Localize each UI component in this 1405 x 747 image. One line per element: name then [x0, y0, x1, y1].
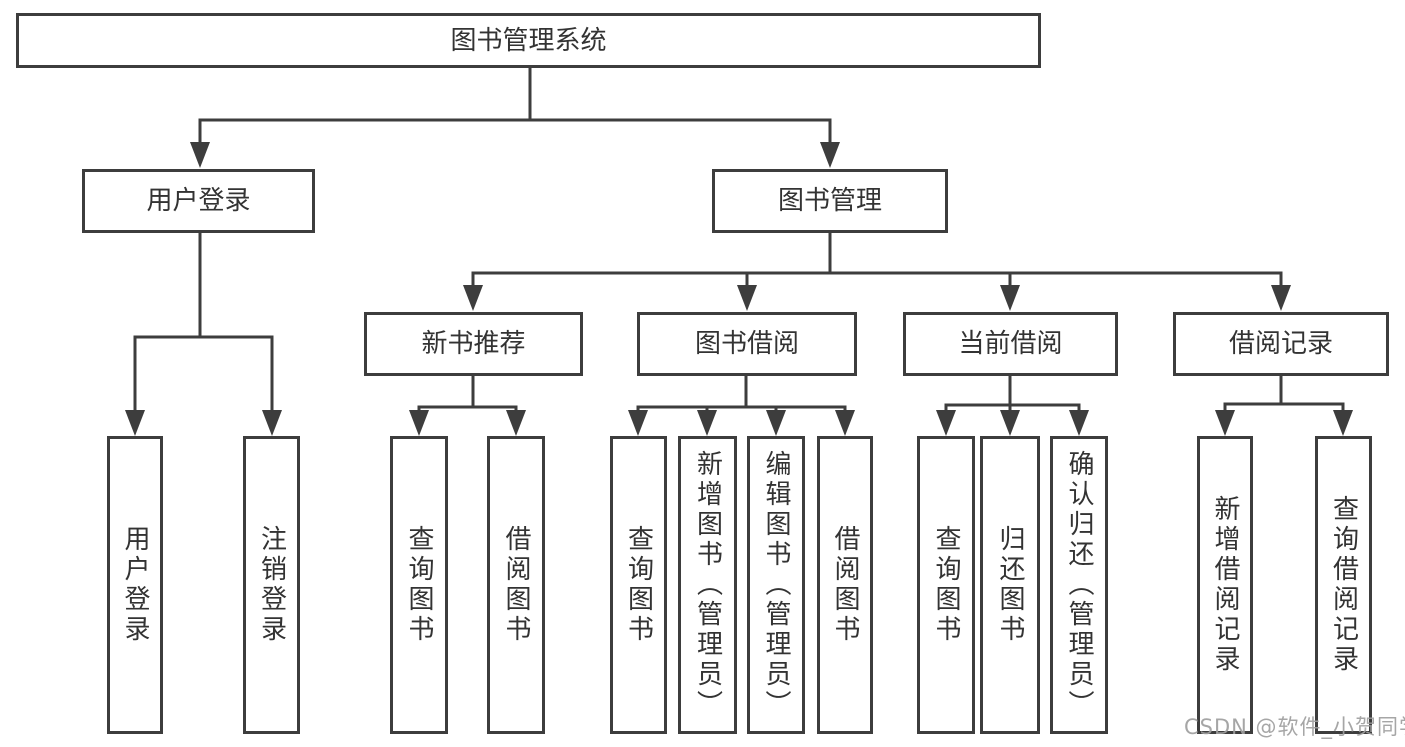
leaf-user-login: 用户登录: [107, 436, 163, 734]
node-book-management: 图书管理: [712, 169, 948, 233]
node-current-borrow: 当前借阅: [903, 312, 1118, 376]
node-book-borrow: 图书借阅: [637, 312, 857, 376]
leaf-recommend-borrow-book: 借阅图书: [487, 436, 545, 734]
leaf-add-book-admin: 新增图书（管理员）: [678, 436, 737, 734]
leaf-add-borrow-record: 新增借阅记录: [1197, 436, 1253, 734]
node-borrow-records: 借阅记录: [1173, 312, 1389, 376]
leaf-logout-login: 注销登录: [243, 436, 300, 734]
leaf-return-book: 归还图书: [980, 436, 1040, 734]
arrowheads: [125, 142, 1353, 436]
node-user-login: 用户登录: [82, 169, 315, 233]
leaf-current-query-book: 查询图书: [917, 436, 975, 734]
leaf-borrow-query-book: 查询图书: [610, 436, 667, 734]
leaf-edit-book-admin: 编辑图书（管理员）: [747, 436, 805, 734]
leaf-recommend-query-book: 查询图书: [390, 436, 448, 734]
leaf-query-borrow-record: 查询借阅记录: [1315, 436, 1372, 734]
node-library-management-system: 图书管理系统: [16, 13, 1041, 68]
node-new-book-recommend: 新书推荐: [364, 312, 583, 376]
csdn-watermark: CSDN @软件_小贺同学: [1184, 715, 1405, 739]
leaf-confirm-return-admin: 确认归还（管理员）: [1050, 436, 1108, 734]
leaf-borrow-book: 借阅图书: [817, 436, 873, 734]
